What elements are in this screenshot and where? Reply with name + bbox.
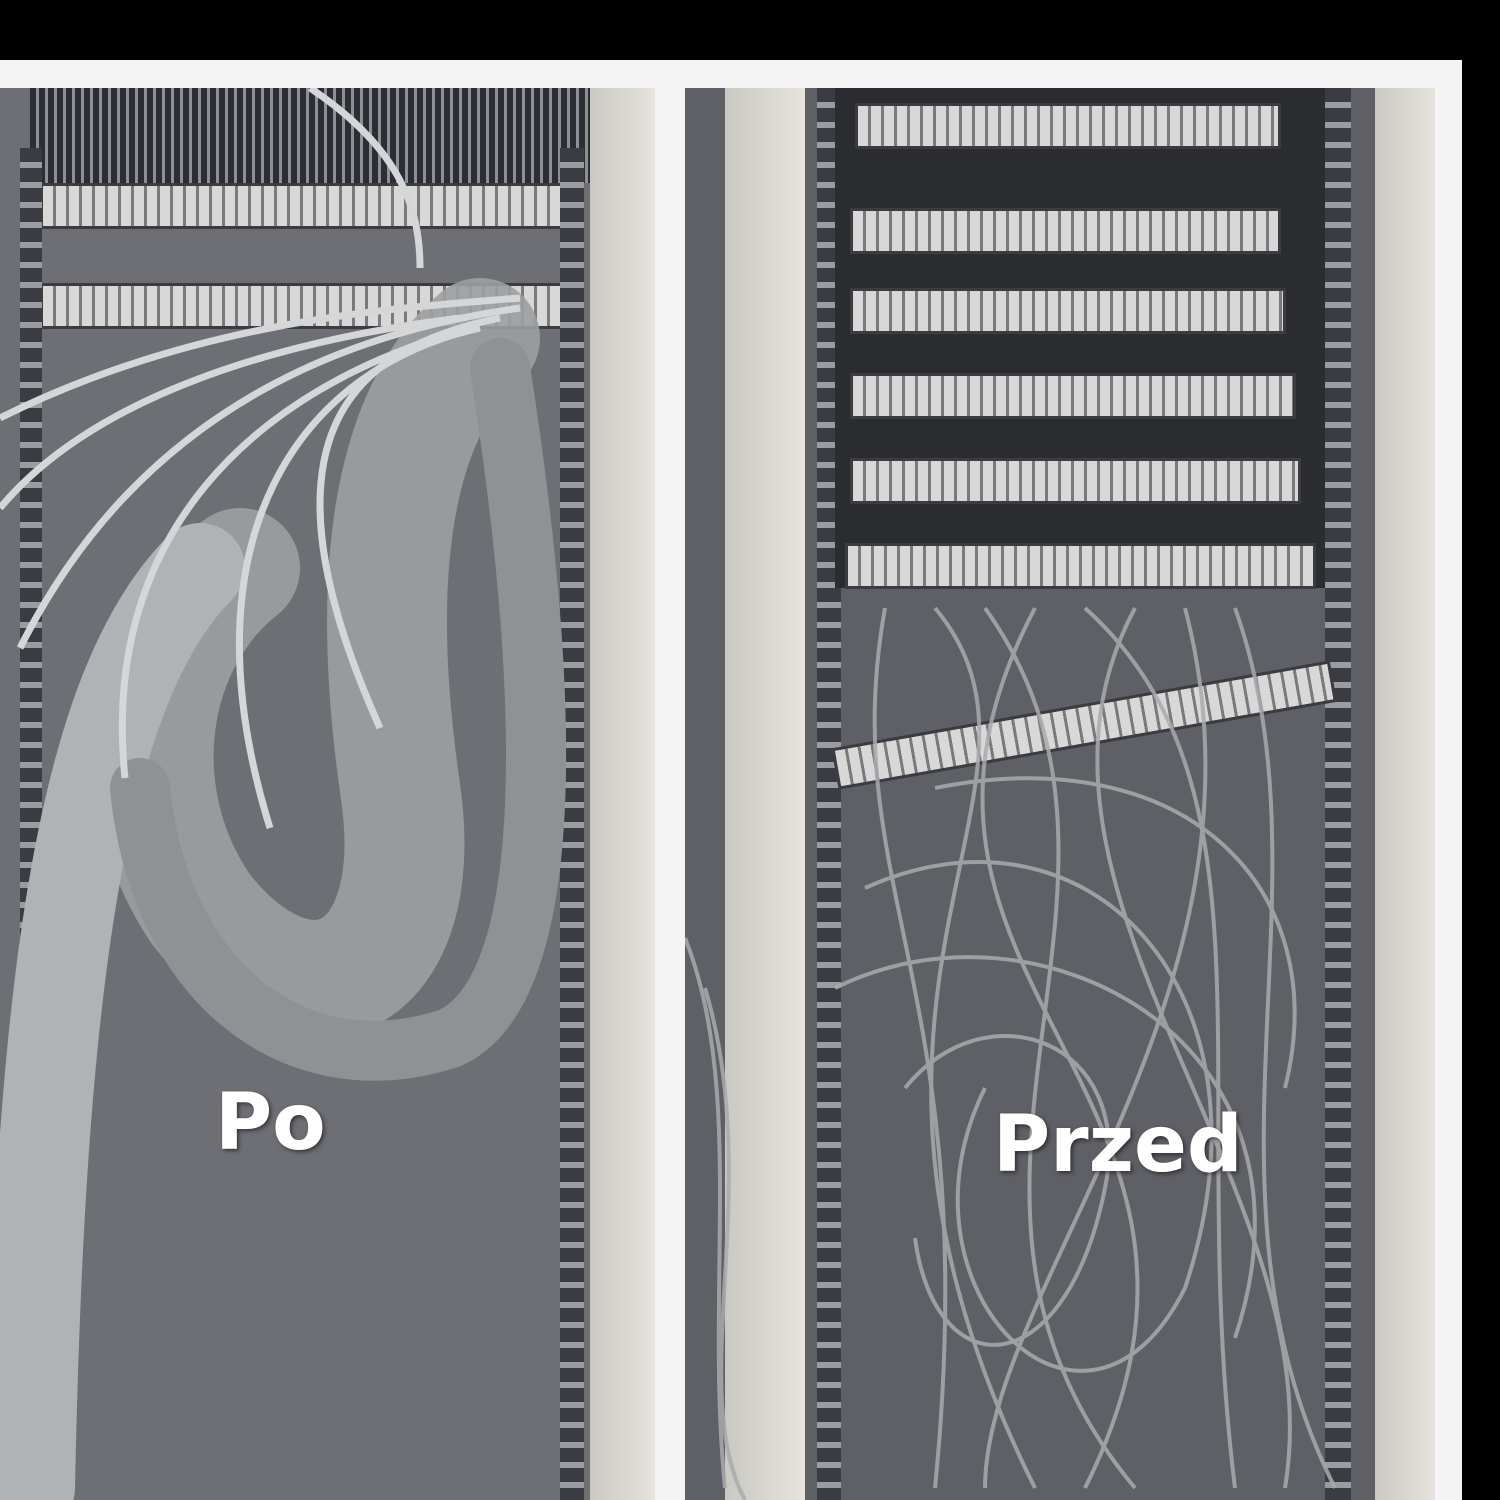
patch-panel (845, 543, 1316, 589)
patch-panel (850, 288, 1286, 334)
cable-bundles (0, 88, 566, 1500)
cabinet-side (1375, 88, 1435, 1500)
patch-panel (855, 103, 1281, 149)
patch-panel-area (835, 88, 1325, 588)
tangled-cables (685, 606, 1337, 1500)
cabinet-door-edge (725, 88, 805, 1500)
rack-rail (1325, 88, 1351, 1500)
photo-before: Przed (685, 88, 1435, 1500)
cabinet-door-edge (590, 88, 655, 1500)
photo-after: Po (0, 88, 655, 1500)
patch-panel (850, 208, 1281, 254)
label-before: Przed (993, 1100, 1243, 1190)
label-after: Po (215, 1078, 326, 1168)
patch-panel (850, 458, 1301, 504)
patch-panel (850, 373, 1296, 419)
vent-panel (30, 88, 600, 183)
